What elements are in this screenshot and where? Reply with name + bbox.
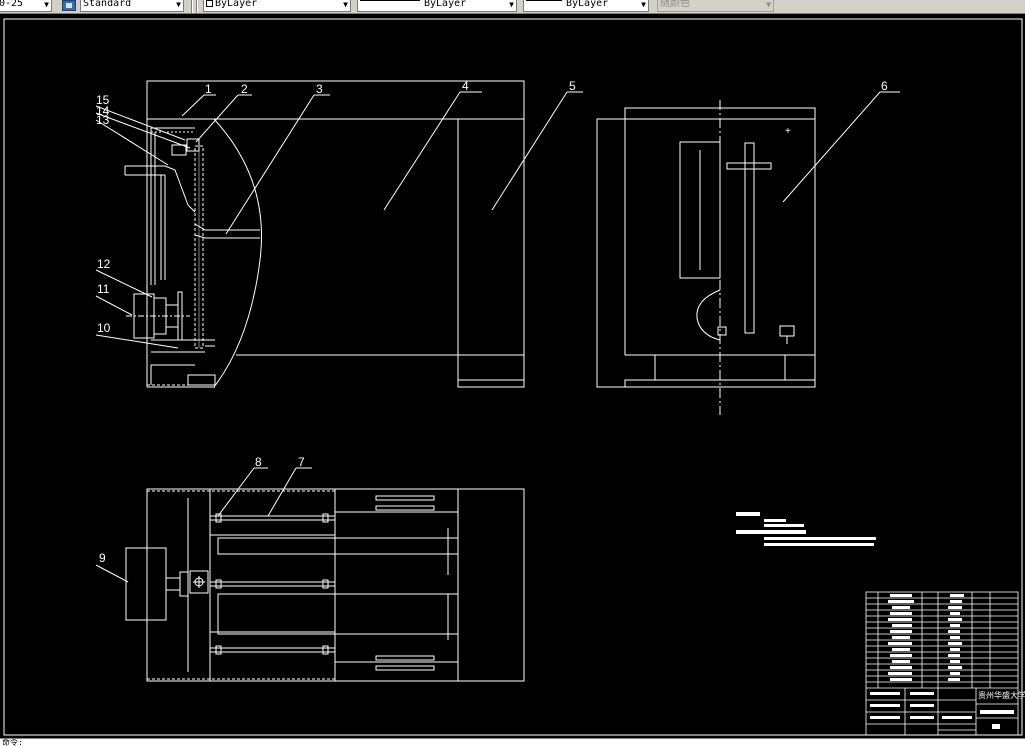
properties-toolbar: 0-25 ▼ Standard ▼ ByLayer ▼ ByLayer ▼ By… — [0, 0, 1025, 14]
linetype-preview-icon — [360, 0, 420, 1]
technical-notes — [736, 512, 876, 546]
command-line[interactable]: 命令: — [0, 738, 1025, 746]
top-view — [125, 488, 525, 682]
balloon-12: 12 — [97, 257, 111, 271]
side-view: + — [596, 100, 816, 415]
linetype-value: ByLayer — [424, 0, 467, 9]
chevron-down-icon[interactable]: ▼ — [343, 0, 348, 9]
plot-style-value: 随颜色 — [660, 0, 690, 9]
dimension-style-value: 0-25 — [0, 0, 24, 9]
svg-text:+: + — [785, 126, 791, 137]
balloon-10: 10 — [97, 321, 111, 335]
drawing-canvas[interactable]: + — [0, 14, 1025, 738]
text-style-select[interactable]: Standard ▼ — [80, 0, 184, 12]
color-swatch-icon — [206, 0, 213, 7]
balloon-14: 14 — [96, 104, 110, 118]
balloon-4: 4 — [462, 79, 469, 93]
chevron-down-icon[interactable]: ▼ — [766, 0, 771, 9]
text-style-icon[interactable] — [62, 0, 76, 11]
balloon-leaders — [95, 91, 900, 583]
balloon-5: 5 — [569, 79, 576, 93]
balloon-13: 13 — [96, 113, 110, 127]
command-prompt: 命令: — [2, 738, 23, 746]
plot-style-select[interactable]: 随颜色 ▼ — [657, 0, 774, 12]
parts-list-entries — [870, 594, 1014, 729]
chevron-down-icon[interactable]: ▼ — [176, 0, 181, 9]
balloon-2: 2 — [241, 82, 248, 96]
layer-color-value: ByLayer — [215, 0, 258, 9]
balloon-9: 9 — [99, 551, 106, 565]
lineweight-select[interactable]: ByLayer ▼ — [523, 0, 649, 12]
balloon-11: 11 — [97, 282, 110, 296]
dimension-style-select[interactable]: 0-25 ▼ — [0, 0, 52, 12]
text-style-value: Standard — [83, 0, 132, 9]
chevron-down-icon[interactable]: ▼ — [44, 0, 49, 9]
lineweight-preview-icon — [526, 0, 562, 1]
layer-color-select[interactable]: ByLayer ▼ — [203, 0, 351, 12]
chevron-down-icon[interactable]: ▼ — [641, 0, 646, 9]
balloon-3: 3 — [316, 82, 323, 96]
balloon-15: 15 — [96, 93, 110, 107]
balloon-7: 7 — [298, 455, 305, 469]
balloon-labels: 1 2 3 4 5 6 7 8 9 10 11 12 13 14 15 — [96, 79, 888, 565]
chevron-down-icon[interactable]: ▼ — [509, 0, 514, 9]
toolbar-separator — [196, 0, 198, 13]
linetype-select[interactable]: ByLayer ▼ — [357, 0, 517, 12]
toolbar-separator — [191, 0, 193, 13]
parts-list-table — [865, 591, 1019, 736]
drawing-frame — [3, 18, 1023, 736]
balloon-6: 6 — [881, 79, 888, 93]
front-section-view — [124, 80, 525, 388]
lineweight-value: ByLayer — [566, 0, 609, 9]
balloon-1: 1 — [205, 82, 212, 96]
title-block-school-name: 贵州华盛大学 — [978, 690, 1025, 700]
balloon-8: 8 — [255, 455, 262, 469]
